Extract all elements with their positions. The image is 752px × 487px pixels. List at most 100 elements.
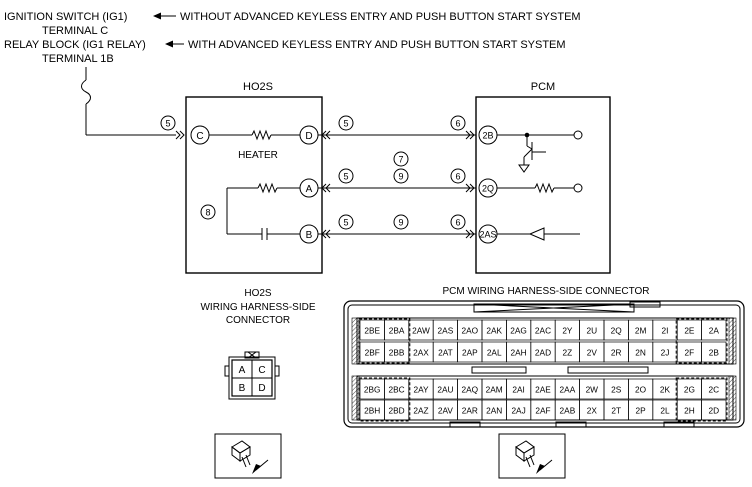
pin-label: 2D	[708, 406, 719, 416]
ho2s-connector-title: HO2S	[244, 288, 272, 299]
svg-text:9: 9	[398, 172, 403, 182]
ho2s-connector-subtitle-1: WIRING HARNESS-SIDE	[200, 302, 315, 313]
terminal-1b-label: TERMINAL 1B	[42, 53, 114, 65]
arrow-left-icon	[153, 12, 176, 20]
circled-number: 5	[338, 214, 354, 230]
svg-text:6: 6	[455, 119, 460, 129]
terminal-2b: 2B	[482, 131, 493, 141]
pin-label: 2R	[611, 348, 622, 358]
svg-text:7: 7	[398, 155, 403, 165]
terminal-b: B	[306, 230, 313, 241]
pin-label: 2AZ	[413, 406, 428, 416]
pin-group-outline	[358, 318, 411, 364]
power-source-header: IGNITION SWITCH (IG1) WITHOUT ADVANCED K…	[4, 11, 581, 65]
circled-number: 8	[200, 204, 216, 220]
pin-cell	[701, 399, 727, 421]
pin-label: 2BF	[365, 348, 380, 358]
svg-text:6: 6	[455, 172, 460, 182]
without-keyless-note: WITHOUT ADVANCED KEYLESS ENTRY AND PUSH …	[180, 11, 581, 23]
pin-label: 2AO	[461, 326, 478, 336]
pin-label: 2AA	[560, 385, 576, 395]
svg-text:5: 5	[343, 172, 348, 182]
pcm-module: PCM 2B 2Q 2AS	[475, 81, 611, 274]
power-wire	[81, 67, 176, 136]
pin-label: 2G	[684, 385, 695, 395]
pin-label: 2BE	[364, 326, 380, 336]
relay-block-label: RELAY BLOCK (IG1 RELAY)	[4, 39, 146, 51]
pin-label: 2X	[587, 406, 598, 416]
pin-label: 2J	[661, 348, 670, 358]
pin-label: 2Z	[563, 348, 573, 358]
sensor-resistor-icon	[257, 182, 278, 194]
pin-group-outline	[358, 377, 411, 422]
pin-label: 2AH	[511, 348, 527, 358]
pin-c: C	[258, 365, 265, 376]
svg-text:8: 8	[205, 208, 210, 218]
pcm-view-direction-icon	[498, 433, 566, 479]
pin-label: 2Y	[562, 326, 573, 336]
pin-label: 2AN	[486, 406, 502, 416]
pin-label: 2W	[586, 385, 599, 395]
capacitor-icon	[261, 228, 268, 240]
pin-label: 2F	[685, 348, 695, 358]
pin-label: 2AV	[438, 406, 454, 416]
pin-label: 2AS	[438, 326, 454, 336]
pin-cell	[701, 378, 727, 400]
pin-group-outline	[675, 318, 728, 364]
ignition-switch-label: IGNITION SWITCH (IG1)	[4, 11, 127, 23]
pin-label: 2AD	[535, 348, 551, 358]
pin-label: 2C	[708, 385, 719, 395]
terminal-a: A	[306, 184, 313, 195]
pcm-title: PCM	[531, 81, 555, 93]
pin-label: 2AY	[413, 385, 429, 395]
pin-label: 2AF	[535, 406, 550, 416]
circled-number: 5	[160, 115, 176, 131]
pin-label: 2BD	[389, 406, 405, 416]
ho2s-module: HO2S C HEATER D A B	[175, 81, 323, 274]
circled-number: 5	[338, 168, 354, 184]
pin-label: 2S	[611, 385, 622, 395]
pin-label: 2AL	[487, 348, 502, 358]
pin-label: 2A	[709, 326, 720, 336]
pin-label: 2AR	[462, 406, 478, 416]
pin-label: 2B	[709, 348, 720, 358]
pin-label: 2U	[586, 326, 597, 336]
heater-label: HEATER	[238, 150, 278, 161]
pin-label: 2AX	[413, 348, 429, 358]
circled-numbers: 5 5 6 7 9 5 6 8 5 9 6	[160, 115, 466, 230]
pcm-connector-title: PCM WIRING HARNESS-SIDE CONNECTOR	[442, 286, 649, 297]
pin-label: 2H	[684, 406, 695, 416]
pin-a: A	[239, 365, 246, 376]
pin-label: 2V	[587, 348, 598, 358]
svg-text:9: 9	[398, 218, 403, 228]
pin-label: 2AQ	[461, 385, 478, 395]
pin-label: 2BG	[364, 385, 381, 395]
circled-number: 7	[393, 151, 409, 167]
pin-label: 2AI	[512, 385, 524, 395]
arrow-left-icon	[165, 40, 184, 48]
pin-label: 2T	[611, 406, 621, 416]
terminal-d: D	[305, 131, 312, 142]
pin-label: 2AC	[535, 326, 551, 336]
circled-number: 9	[393, 214, 409, 230]
heater-resistor-icon	[251, 129, 272, 141]
pin-label: 2AJ	[511, 406, 525, 416]
ho2s-harness-connector: HO2S WIRING HARNESS-SIDE CONNECTOR A C B…	[200, 288, 316, 400]
with-keyless-note: WITH ADVANCED KEYLESS ENTRY AND PUSH BUT…	[188, 39, 566, 51]
pin-cell	[701, 341, 727, 363]
circled-number: 6	[450, 168, 466, 184]
terminal-2q: 2Q	[482, 184, 494, 194]
pin-d: D	[258, 383, 265, 394]
transistor-icon	[523, 142, 546, 160]
signal-wires	[318, 130, 476, 239]
pin-label: 2AM	[486, 385, 503, 395]
terminal-c-label: TERMINAL C	[42, 25, 108, 37]
terminal-2as: 2AS	[479, 230, 496, 240]
ho2s-connector-subtitle-2: CONNECTOR	[226, 315, 290, 326]
pin-label: 2BB	[389, 348, 405, 358]
circled-number: 6	[450, 214, 466, 230]
svg-text:6: 6	[455, 218, 460, 228]
